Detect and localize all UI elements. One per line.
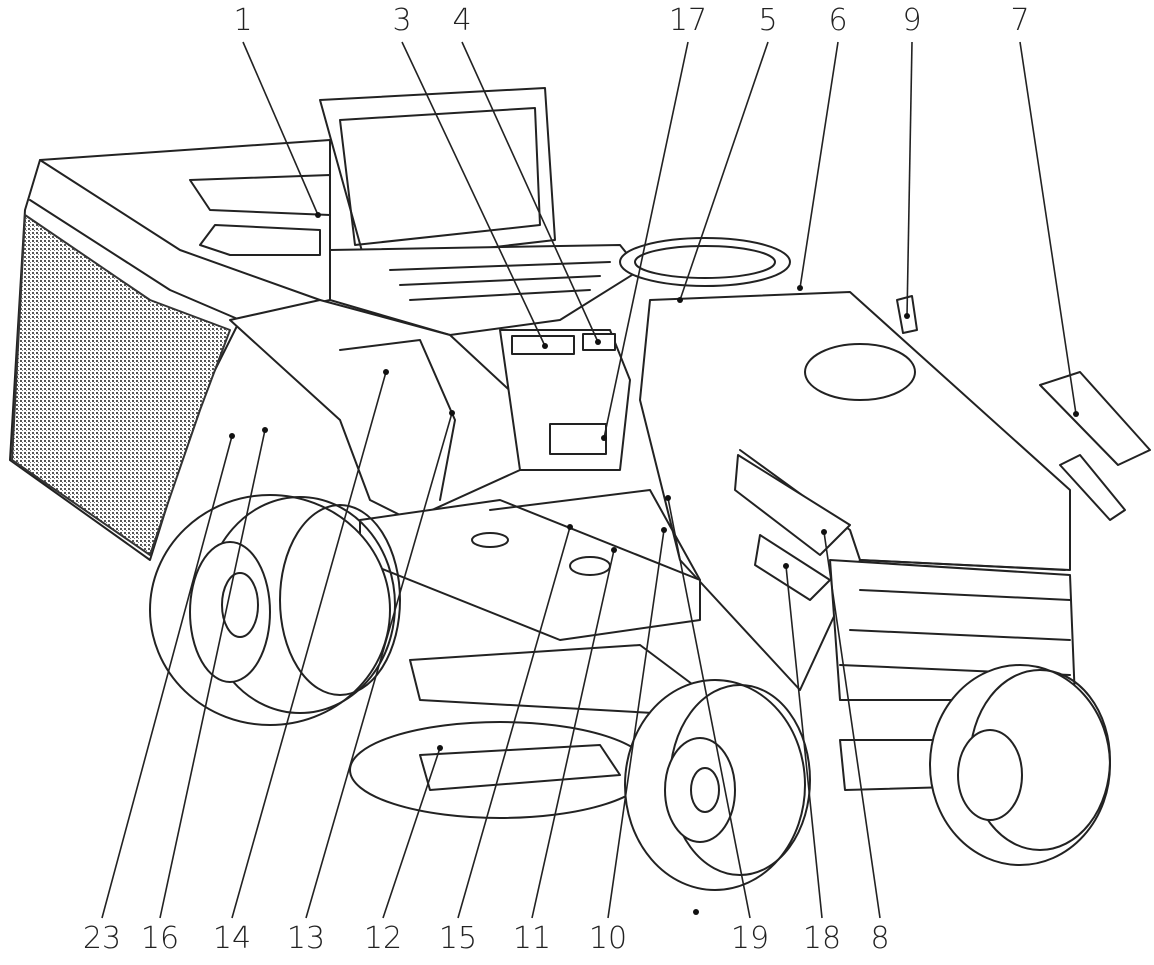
callout-23: 23: [82, 921, 122, 956]
callout-12: 12: [363, 921, 403, 956]
callout-1: 1: [233, 3, 253, 38]
callout-11: 11: [512, 921, 552, 956]
grass-catcher-mesh: [11, 214, 231, 556]
callout-5: 5: [758, 3, 778, 38]
callout-14: 14: [212, 921, 252, 956]
callout-8: 8: [870, 921, 890, 956]
footrest: [359, 499, 701, 641]
callout-19: 19: [730, 921, 770, 956]
callout-18: 18: [802, 921, 842, 956]
callout-13: 13: [286, 921, 326, 956]
callout-17: 17: [668, 3, 708, 38]
callout-3: 3: [392, 3, 412, 38]
callout-15: 15: [438, 921, 478, 956]
callout-4: 4: [452, 3, 472, 38]
callout-6: 6: [828, 3, 848, 38]
callout-7: 7: [1010, 3, 1030, 38]
callout-16: 16: [140, 921, 180, 956]
decal-7b: [1059, 454, 1126, 521]
callout-9: 9: [902, 3, 922, 38]
decal-7a: [1039, 371, 1151, 466]
callout-10: 10: [588, 921, 628, 956]
